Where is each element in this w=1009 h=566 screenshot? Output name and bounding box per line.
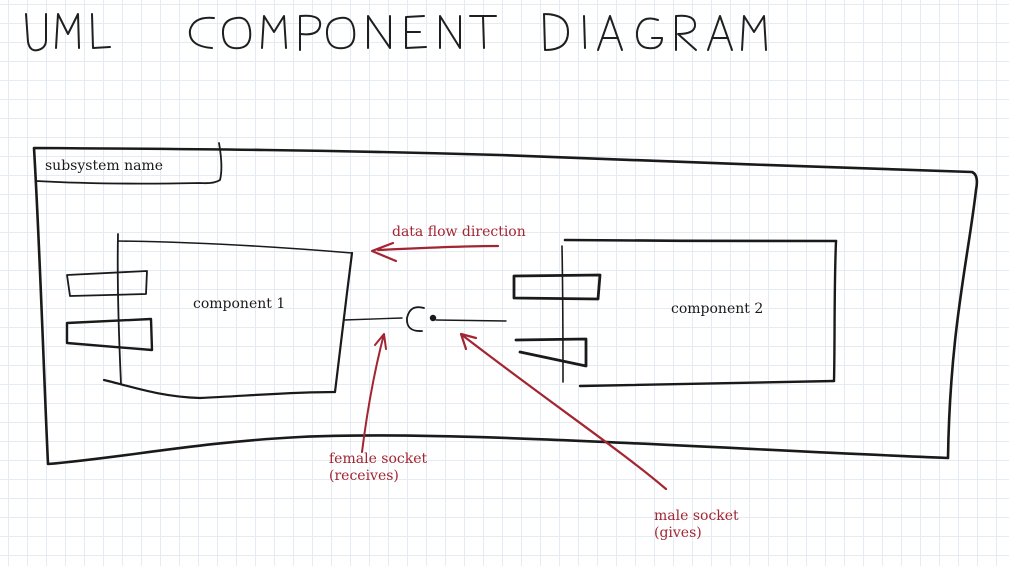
subsystem-name-label: subsystem name [45,158,164,174]
data-flow-label: data flow direction [392,224,526,240]
male-socket-ball [429,314,437,322]
component-1-label: component 1 [193,296,286,312]
component-1-box [65,233,354,400]
male-socket-sublabel: (gives) [654,525,702,541]
diagram-title-handwriting [25,13,767,52]
female-socket-shape [406,306,425,332]
female-socket-sublabel: (receives) [329,468,399,484]
annotation-arrows [361,241,668,491]
female-socket-pointer [361,333,387,453]
female-socket-label: female socket [329,451,428,467]
component-2-box [512,238,838,388]
subsystem-frame [32,146,979,466]
data-flow-arrow [370,241,500,263]
male-socket-pointer [459,332,668,491]
component-2-label: component 2 [671,301,764,317]
socket-connector [343,306,507,332]
subsystem-name-tab [35,142,223,185]
male-socket-label: male socket [654,508,739,524]
